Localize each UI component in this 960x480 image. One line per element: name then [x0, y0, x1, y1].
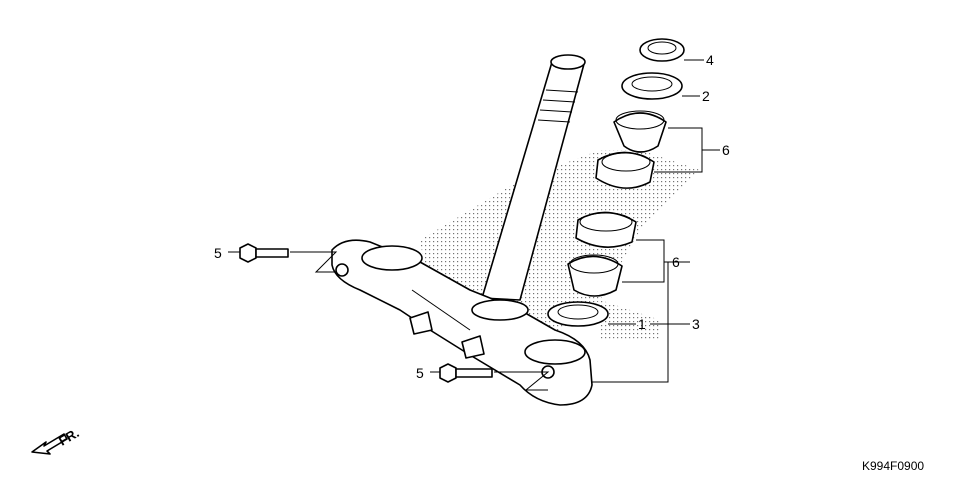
callout-5-lower: 5: [416, 365, 424, 381]
callout-4: 4: [706, 52, 714, 68]
front-label: FR.: [56, 425, 82, 448]
callout-3: 3: [692, 316, 700, 332]
diagram-code: K994F0900: [862, 459, 924, 473]
callout-2: 2: [702, 88, 710, 104]
lower-triple-clamp: [331, 239, 593, 406]
upper-bearing: [595, 110, 667, 189]
stem-lock-nut: [639, 38, 685, 62]
callout-6-lower: 6: [672, 254, 680, 270]
bolt-lower: [439, 363, 493, 383]
lower-bearing: [567, 211, 637, 297]
bolt-upper: [239, 243, 289, 263]
callout-5-upper: 5: [214, 245, 222, 261]
stem-washer: [621, 72, 683, 100]
front-direction-arrow: FR.: [31, 425, 82, 455]
steering-stem-tube: [481, 54, 586, 301]
dust-seal: [547, 301, 609, 327]
leader-lines: [228, 59, 720, 391]
callout-1: 1: [638, 316, 646, 332]
callout-6-upper: 6: [722, 142, 730, 158]
